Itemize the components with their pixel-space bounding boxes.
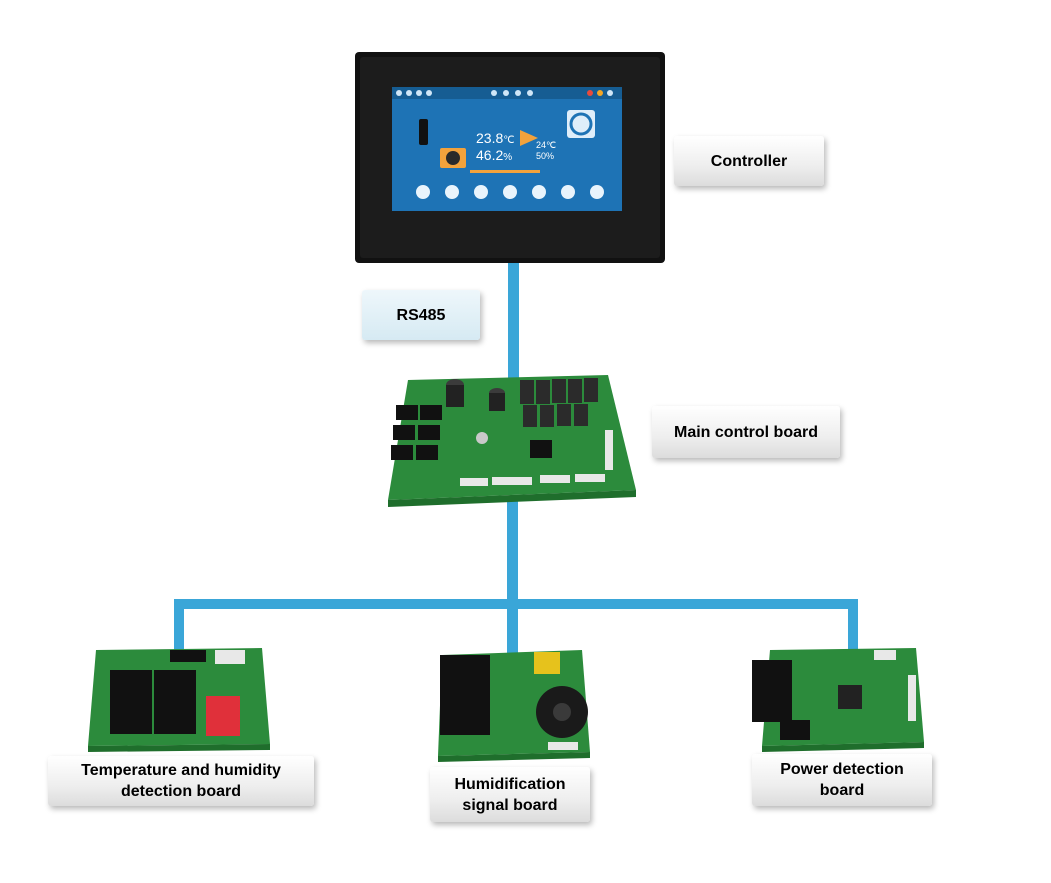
screen-outdoor-fan-icon [569, 112, 593, 136]
controller-label: Controller [674, 136, 824, 186]
screen-curve-icon [532, 185, 546, 199]
screen-hum-unit: % [503, 152, 513, 163]
screen-humidity: 46.2 [476, 147, 504, 163]
rs485-label: RS485 [362, 290, 480, 340]
bus-line-power-board [848, 599, 858, 654]
screen-humidifier-icon [419, 119, 428, 145]
temp-board-label-line1: Temperature and humidity [81, 762, 281, 779]
screen-alarm-icon [445, 185, 459, 199]
humid-board-label-line1: Humidification [454, 775, 566, 793]
screen-info-icon [416, 185, 430, 199]
screen-temperature: 23.8 [476, 130, 504, 146]
screen-help-icon [561, 185, 575, 199]
main-board-label: Main control board [652, 406, 840, 458]
screen-exit-icon [590, 185, 604, 199]
screen-settings-icon [474, 185, 488, 199]
screen-tools-icon [503, 185, 517, 199]
power-board-label-line1: Power detection [780, 761, 904, 778]
bus-line-temp-board [174, 599, 184, 654]
bus-line-main-junction [507, 500, 518, 610]
temp-board-label-line2: detection board [120, 783, 241, 800]
screen-setpoints: 24℃ 50% [536, 140, 556, 162]
power-board-label: Power detection board [752, 754, 932, 806]
screen-setpoint-temp: 24℃ [536, 140, 557, 150]
screen-readouts: 23.8℃ 46.2% [476, 131, 514, 165]
temp-board-label: Temperature and humidity detection board [48, 756, 314, 806]
screen-temp-unit: ℃ [503, 135, 515, 146]
bus-line-humid-board [507, 599, 518, 654]
humid-board-label: Humidification signal board [430, 767, 590, 822]
screen-setpoint-hum: 50% [536, 151, 555, 161]
humid-board-label-line2: signal board [462, 796, 558, 814]
bus-line-controller-main [508, 262, 519, 380]
power-board-label-line2: board [819, 782, 865, 799]
